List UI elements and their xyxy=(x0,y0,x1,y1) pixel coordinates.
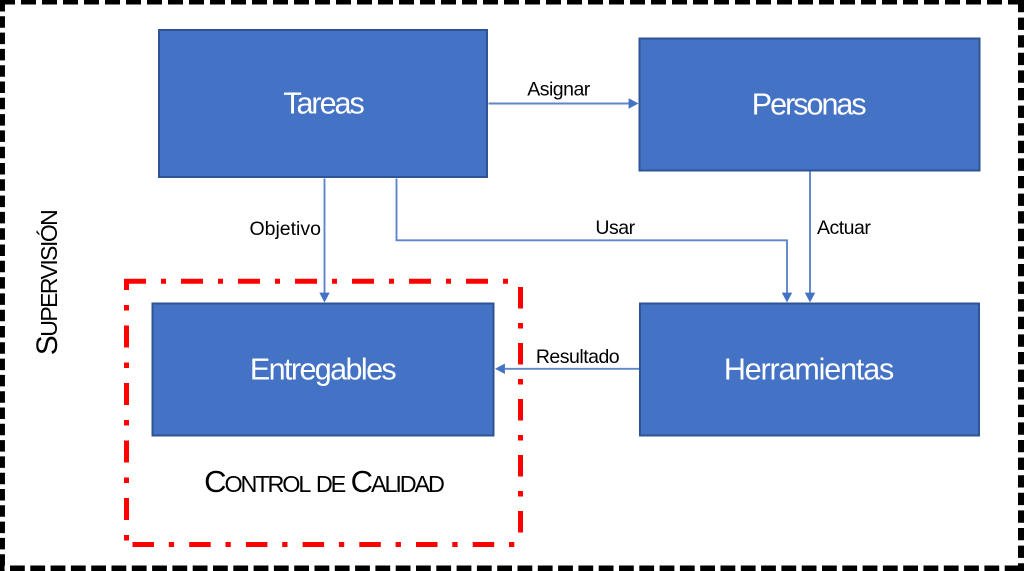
svg-text:Resultado: Resultado xyxy=(536,346,620,368)
svg-text:Personas: Personas xyxy=(752,88,867,122)
svg-text:Herramientas: Herramientas xyxy=(724,353,894,387)
svg-text:SUPERVISIÓN: SUPERVISIÓN xyxy=(31,211,64,355)
svg-text:Entregables: Entregables xyxy=(250,353,397,387)
svg-text:Usar: Usar xyxy=(595,217,635,239)
svg-text:Tareas: Tareas xyxy=(283,87,364,121)
svg-text:CONTROL DE CALIDAD: CONTROL DE CALIDAD xyxy=(204,464,444,499)
svg-text:Objetivo: Objetivo xyxy=(249,218,321,240)
svg-text:Actuar: Actuar xyxy=(817,217,871,239)
svg-text:Asignar: Asignar xyxy=(527,79,591,101)
